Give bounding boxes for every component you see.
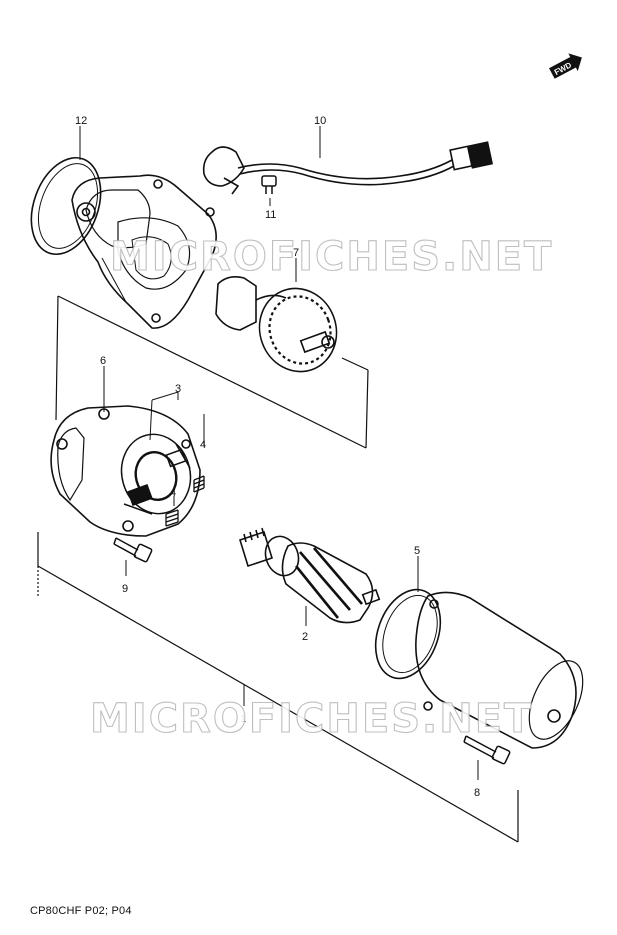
callout-2: 2 — [302, 631, 308, 643]
callout-4-lower: 4 — [170, 487, 176, 499]
screw-part — [261, 175, 277, 194]
bolt-part-8 — [463, 735, 511, 765]
callout-leaders — [79, 126, 479, 780]
callout-12: 12 — [75, 115, 87, 127]
fwd-direction-badge: FWD — [549, 53, 582, 79]
assembly-bracket-upper — [55, 295, 369, 449]
callout-1: 1 — [240, 713, 246, 725]
callout-labels: 12 10 11 7 6 3 4 4 9 5 2 1 8 — [75, 115, 480, 799]
callout-9: 9 — [122, 583, 128, 595]
yoke-part — [374, 588, 584, 749]
callout-11: 11 — [265, 209, 276, 221]
callout-6: 6 — [100, 355, 106, 367]
callout-3: 3 — [175, 383, 181, 395]
brush-spring-part-lower — [165, 509, 179, 527]
bolt-part-9 — [113, 537, 153, 563]
callout-10: 10 — [314, 115, 326, 127]
brush-holder-part — [120, 433, 192, 515]
callout-7: 7 — [293, 247, 299, 259]
brush-spring-part-upper — [193, 475, 205, 493]
armature-part — [239, 527, 381, 624]
starter-clutch-part — [215, 276, 338, 373]
callout-5: 5 — [414, 545, 420, 557]
watermark-upper: MICROFICHES.NET — [110, 234, 553, 280]
front-bracket-part — [30, 156, 217, 329]
rear-bracket-part — [50, 405, 201, 537]
lead-wire-part — [202, 141, 494, 195]
callout-8: 8 — [474, 787, 480, 799]
watermark-lower: MICROFICHES.NET — [90, 696, 533, 742]
assembly-bracket-lower — [37, 532, 519, 843]
diagram-footer-label: CP80CHF P02; P04 — [30, 905, 132, 917]
callout-4-upper: 4 — [200, 439, 206, 451]
